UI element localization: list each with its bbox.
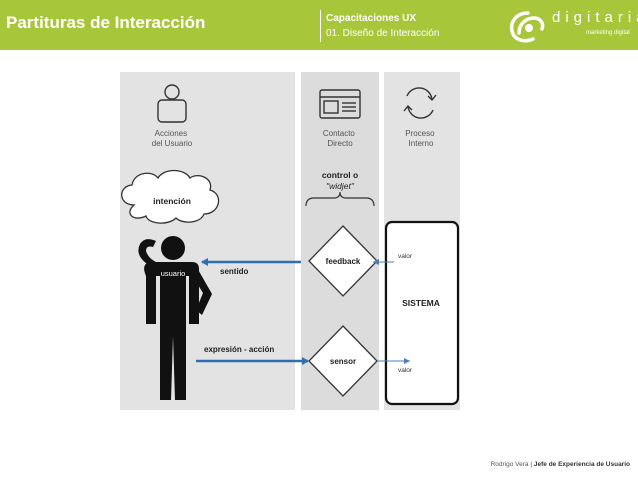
column-label-internal: Proceso Interno xyxy=(405,129,437,148)
system-box xyxy=(384,220,460,406)
window-icon xyxy=(319,89,361,119)
value-label-top: valor xyxy=(398,253,413,260)
header-bar: Partituras de Interacción Capacitaciones… xyxy=(0,0,638,50)
value-label-bottom: valor xyxy=(398,367,413,374)
direct-label-line1: Contacto xyxy=(323,129,356,138)
internal-label-line1: Proceso xyxy=(405,129,435,138)
author-role: Jefe de Experiencia de Usuario xyxy=(533,461,630,468)
user-label-line2: del Usuario xyxy=(152,139,193,148)
sense-arrow-label: sentido xyxy=(220,267,249,276)
footer-separator: | xyxy=(530,461,533,468)
internal-label-line2: Interno xyxy=(409,139,434,148)
user-icon xyxy=(157,84,187,123)
author-name: Rodrigo Vera xyxy=(490,461,529,468)
control-label: control o xyxy=(322,170,358,180)
direct-label-line2: Directo xyxy=(327,139,353,148)
course-title: Capacitaciones UX xyxy=(326,13,417,24)
control-brace xyxy=(305,191,375,207)
expression-arrow-label: expresión - acción xyxy=(204,345,274,354)
column-label-direct: Contacto Directo xyxy=(323,129,357,148)
feedback-diamond xyxy=(308,225,378,297)
logo-wordmark: digitaria xyxy=(552,9,638,26)
refresh-icon xyxy=(403,87,437,119)
control-label-italic: "widjet" xyxy=(326,181,355,191)
sensor-label: sensor xyxy=(330,357,356,366)
page-title: Partituras de Interacción xyxy=(6,13,206,32)
figure-label: usuario xyxy=(161,269,186,278)
cloud-label: intención xyxy=(153,196,191,206)
intention-cloud: intención xyxy=(121,169,220,224)
footer-credit: Rodrigo Vera | Jefe de Experiencia de Us… xyxy=(491,461,630,468)
header-divider xyxy=(320,10,321,42)
sensor-diamond xyxy=(308,325,378,397)
system-label: SISTEMA xyxy=(402,298,440,308)
user-figure: usuario xyxy=(138,236,212,400)
logo-tagline: marketing digital xyxy=(586,30,630,36)
feedback-label: feedback xyxy=(326,257,361,266)
column-label-user: Acciones del Usuario xyxy=(152,129,193,148)
user-label-line1: Acciones xyxy=(155,129,187,138)
digitaria-logo-icon xyxy=(509,11,545,43)
module-title: 01. Diseño de Interacción xyxy=(326,28,440,39)
